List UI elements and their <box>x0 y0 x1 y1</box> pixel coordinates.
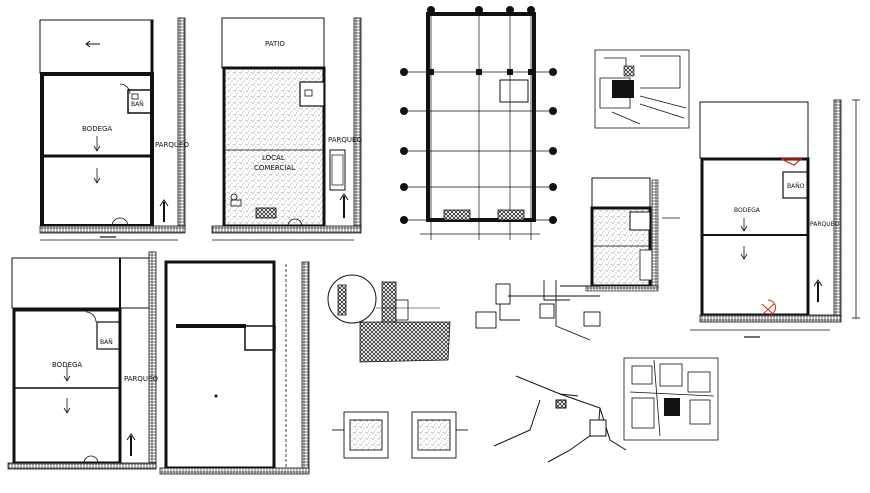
floor-plan-bodega-right: BODEGA BAÑO PARQUEO <box>690 99 860 338</box>
location-map-small <box>594 49 690 129</box>
isometric-plumbing-diagram <box>493 375 627 463</box>
plan4-bodega-label: BODEGA <box>734 207 761 214</box>
foundation-section-detail <box>327 274 451 363</box>
inspection-box-details <box>332 411 468 459</box>
plan1-parqueo-label: PARQUEO <box>155 141 189 149</box>
plumbing-fixture-details <box>475 280 601 341</box>
floor-plan-small-middle <box>585 177 680 292</box>
structural-grid-plan <box>400 6 557 240</box>
plan2-local-label: LOCAL <box>262 154 285 162</box>
floor-plan-bodega-top-left: BODEGA BAÑ PARQUEO <box>39 17 189 241</box>
plan3-bodega-label: BODEGA <box>52 361 82 369</box>
location-map-large <box>623 357 719 441</box>
plan3-parqueo-label: PARQUEO <box>124 375 158 383</box>
floor-plan-empty-bottom <box>159 260 310 475</box>
plan1-bano-label: BAÑ <box>131 101 144 108</box>
floor-plan-local-comercial: PATIO LOCAL COMERCIAL PARQUEO <box>211 17 362 241</box>
floor-plan-bodega-bottom-left: BODEGA BAÑ PARQUEO <box>7 251 158 470</box>
plan3-bano-label: BAÑ <box>100 339 113 346</box>
plan2-comercial-label: COMERCIAL <box>254 164 295 172</box>
plan1-bodega-label: BODEGA <box>82 125 112 133</box>
plan2-patio-label: PATIO <box>265 40 285 48</box>
plan4-bano-label: BAÑO <box>787 183 805 190</box>
plan2-parqueo-label: PARQUEO <box>328 136 362 144</box>
plan4-parqueo-label: PARQUEO <box>810 221 839 228</box>
